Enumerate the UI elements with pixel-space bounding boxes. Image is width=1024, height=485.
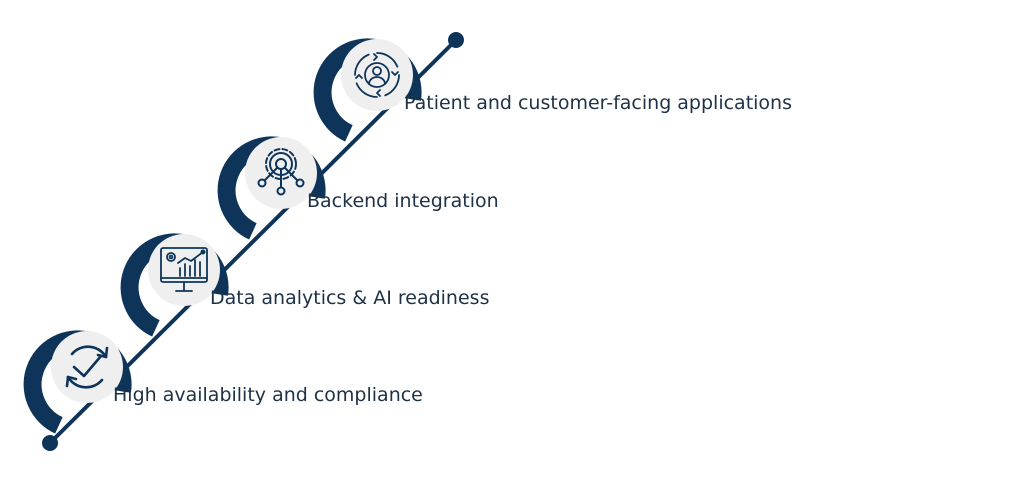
step-label-high-availability: High availability and compliance (113, 384, 423, 406)
step-label-data-analytics: Data analytics & AI readiness (210, 287, 490, 309)
step-label-backend-integration: Backend integration (307, 190, 499, 212)
step-label-patient-applications: Patient and customer-facing applications (404, 92, 792, 114)
connector-end-dot-bottom (42, 435, 58, 451)
step-node-data-analytics (120, 233, 229, 337)
user-cycle-icon (354, 52, 400, 98)
step-node-patient-applications (313, 38, 422, 142)
gear-network-icon (257, 148, 305, 196)
analytics-monitor-icon (160, 247, 208, 292)
connector-end-dot-top (448, 32, 464, 48)
step-node-high-availability (23, 330, 132, 434)
step-node-backend-integration (217, 136, 326, 240)
step-circle (51, 331, 123, 403)
refresh-check-icon (65, 345, 109, 389)
